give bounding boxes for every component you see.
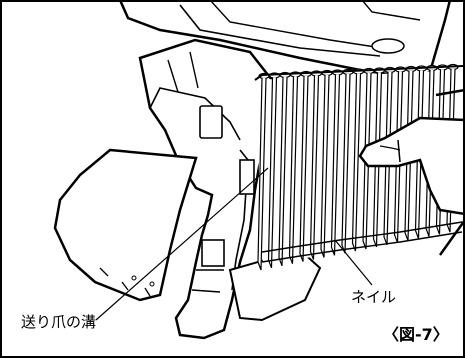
figure-number: 〈図-7〉	[383, 325, 449, 344]
leader-line-groove	[95, 167, 269, 321]
leader-line-nail	[334, 239, 373, 286]
nail-shank	[299, 75, 309, 262]
nail-shank	[288, 76, 299, 264]
nail-shank	[320, 74, 330, 258]
label-feed-claw-groove: 送り爪の溝	[21, 313, 97, 331]
nail-shank	[278, 76, 288, 267]
label-nail: ネイル	[351, 288, 397, 306]
nail-shank	[309, 75, 320, 260]
nail-shank	[267, 77, 278, 269]
nail-shank	[351, 73, 362, 252]
hand	[358, 116, 465, 216]
